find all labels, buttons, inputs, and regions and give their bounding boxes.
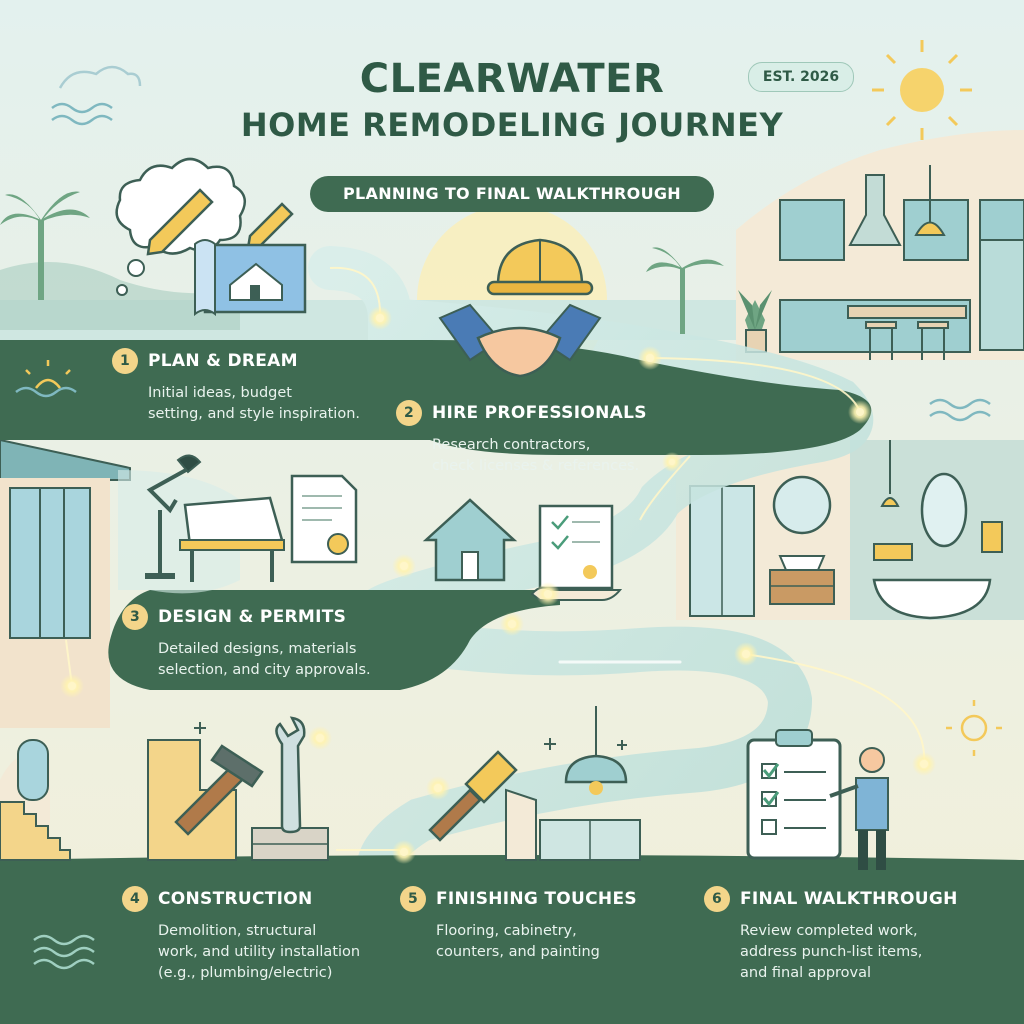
step-number-badge: 2 — [396, 400, 422, 426]
wave-icon — [51, 65, 142, 126]
pendant-lamp-icon — [564, 706, 628, 795]
palm-tree-icon — [646, 247, 724, 334]
step-number-badge: 4 — [122, 886, 148, 912]
step-6: 6 FINAL WALKTHROUGH Review completed work… — [704, 886, 1004, 984]
step-title: FINAL WALKTHROUGH — [740, 889, 958, 909]
step-desc-line: (e.g., plumbing/electric) — [158, 965, 333, 981]
room-finishing-icon — [505, 788, 641, 861]
step-desc-line: selection, and city approvals. — [158, 662, 371, 678]
wrench-icon — [275, 716, 306, 834]
step-desc-line: Demolition, structural — [158, 923, 317, 939]
sun-icon — [25, 360, 71, 389]
step-desc-line: Flooring, cabinetry, — [436, 923, 577, 939]
modern-house-scene-icon — [0, 438, 131, 728]
step-4: 4 CONSTRUCTION Demolition, structural work… — [122, 886, 402, 984]
checklist-clipboard-icon — [746, 729, 842, 860]
step-number-badge: 6 — [704, 886, 730, 912]
step-desc-line: setting, and style inspiration. — [148, 406, 360, 422]
handshake-icon — [438, 303, 602, 378]
step-desc-line: work, and utility installation — [158, 944, 361, 960]
wave-icon — [33, 934, 95, 970]
band-step3 — [108, 590, 560, 690]
step-desc-line: Review completed work, — [740, 923, 918, 939]
step-title: PLAN & DREAM — [148, 351, 298, 371]
step-title: FINISHING TOUCHES — [436, 889, 637, 909]
step-title: DESIGN & PERMITS — [158, 607, 347, 627]
thought-cloud-pencil-icon — [115, 157, 294, 296]
construction-scene-icon — [0, 739, 329, 861]
step-title: HIRE PROFESSIONALS — [432, 403, 647, 423]
title-line-2: HOME REMODELING JOURNEY — [240, 106, 784, 144]
step-3: 3 DESIGN & PERMITS Detailed designs, mate… — [122, 604, 422, 681]
palm-tree-icon — [0, 191, 90, 300]
sun-icon — [872, 40, 972, 140]
subtitle-pill: PLANNING TO FINAL WALKTHROUGH — [310, 176, 714, 212]
wave-icon — [929, 398, 991, 422]
step-number-badge: 1 — [112, 348, 138, 374]
permit-certificate-icon — [290, 474, 358, 564]
journey-marker-dots — [60, 306, 936, 864]
sun-icon — [946, 700, 1002, 756]
inspector-person-icon — [829, 747, 889, 870]
house-icon — [422, 498, 518, 582]
wave-icon — [15, 386, 77, 398]
blueprint-icon — [194, 239, 307, 317]
step-1: 1 PLAN & DREAM Initial ideas, budget setti… — [112, 348, 412, 425]
step-desc-line: check licenses & references. — [432, 458, 640, 474]
title-line-1: CLEARWATER — [359, 56, 665, 102]
step-5: 5 FINISHING TOUCHES Flooring, cabinetry, c… — [400, 886, 680, 963]
step-desc-line: and final approval — [740, 965, 872, 981]
band-step4-6 — [0, 870, 1024, 1024]
established-badge: EST. 2026 — [748, 62, 854, 92]
step-desc-line: Initial ideas, budget — [148, 385, 292, 401]
step-desc-line: address punch-list items, — [740, 944, 923, 960]
step-2: 2 HIRE PROFESSIONALS Research contractors… — [396, 400, 696, 477]
step-desc-line: Detailed designs, materials — [158, 641, 357, 657]
step-number-badge: 5 — [400, 886, 426, 912]
step-number-badge: 3 — [122, 604, 148, 630]
hammer-icon — [174, 744, 264, 836]
hard-hat-icon — [486, 238, 594, 296]
kitchen-scene-icon — [736, 130, 1024, 360]
step-desc-line: counters, and painting — [436, 944, 600, 960]
step-desc-line: Research contractors, — [432, 437, 591, 453]
step-title: CONSTRUCTION — [158, 889, 313, 909]
paintbrush-icon — [428, 750, 518, 842]
drafting-table-icon — [145, 454, 285, 582]
